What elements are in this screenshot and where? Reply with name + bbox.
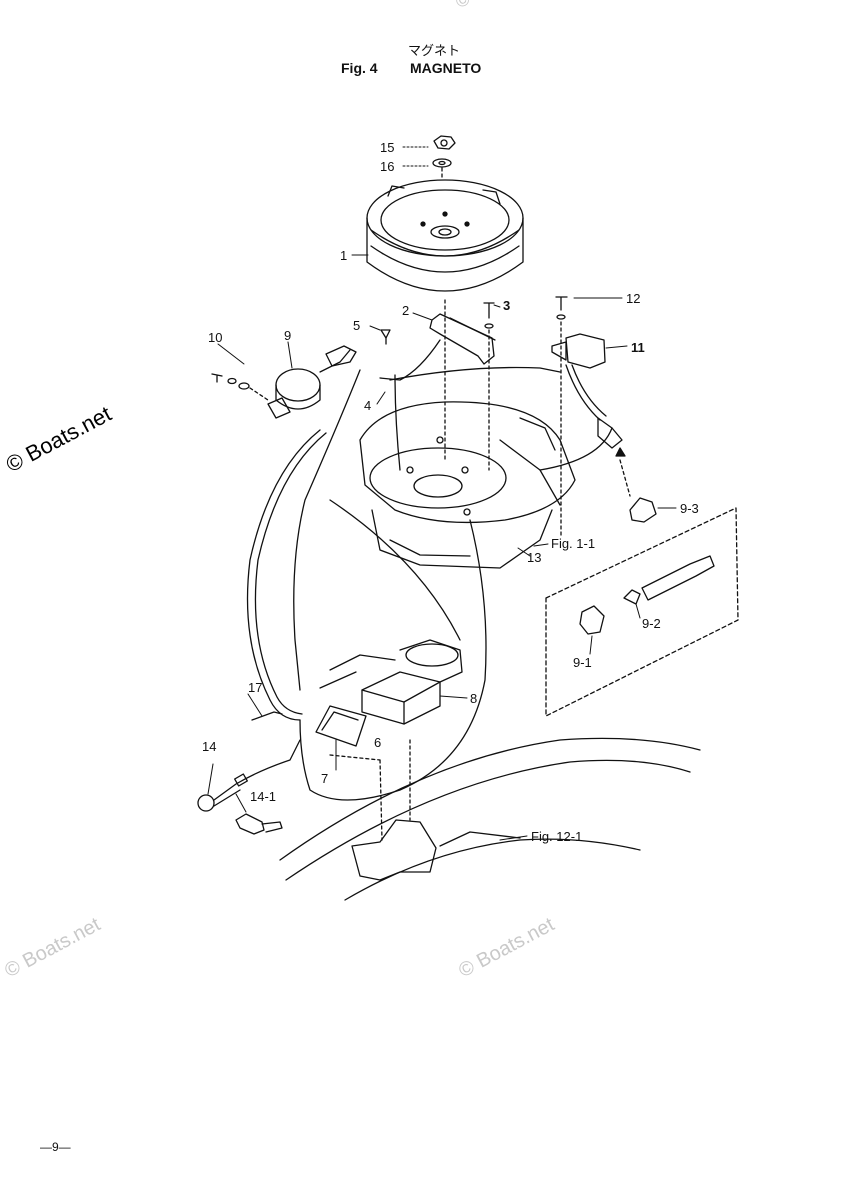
plug-cap-inset-box — [545, 507, 739, 717]
japanese-title: マグネト — [408, 43, 461, 58]
high-tension-lead — [539, 364, 623, 471]
ref-fig-12-1: Fig. 12-1 — [531, 829, 582, 844]
callout-9-2: 9-2 — [642, 616, 661, 631]
lower-cowling — [279, 737, 701, 901]
cap-part-14-1 — [235, 813, 283, 835]
bracket-part-7 — [315, 705, 367, 747]
callout-1: 1 — [340, 248, 347, 263]
pulser-coil-part — [429, 313, 496, 365]
cdi-unit-part-8 — [319, 639, 463, 725]
callout-4: 4 — [364, 398, 371, 413]
ignition-coil-part — [551, 333, 606, 369]
callout-10: 10 — [208, 330, 222, 345]
nut-part — [433, 135, 456, 150]
callout-12: 12 — [626, 291, 640, 306]
screw-part-3 — [483, 302, 495, 329]
callout-7: 7 — [321, 771, 328, 786]
page-number: —9— — [40, 1140, 71, 1154]
figure-number: Fig. 4 — [341, 60, 378, 76]
callout-11: 11 — [631, 340, 645, 355]
callout-6: 6 — [374, 735, 381, 750]
callout-17: 17 — [248, 680, 262, 695]
flywheel-part — [366, 179, 524, 292]
callout-9: 9 — [284, 328, 291, 343]
callout-14: 14 — [202, 739, 216, 754]
callout-8: 8 — [470, 691, 477, 706]
clip-part-17 — [251, 711, 283, 721]
callout-13: 13 — [527, 550, 541, 565]
callout-2: 2 — [402, 303, 409, 318]
washer-part — [432, 158, 452, 168]
screws-part-10 — [211, 373, 250, 390]
stator-base-part — [359, 401, 576, 569]
callout-14-1: 14-1 — [250, 789, 276, 804]
screw-part-12 — [555, 296, 568, 320]
screw-part-5 — [380, 329, 391, 345]
callout-9-1: 9-1 — [573, 655, 592, 670]
callout-15: 15 — [380, 140, 394, 155]
callout-5: 5 — [353, 318, 360, 333]
callout-16: 16 — [380, 159, 394, 174]
stop-switch-part-14 — [197, 739, 301, 812]
figure-title: MAGNETO — [410, 60, 482, 76]
leader-lines — [207, 146, 677, 841]
plug-cap-part-9-3 — [615, 447, 657, 523]
wiring-harness — [246, 339, 561, 801]
callout-9-3: 9-3 — [680, 501, 699, 516]
coil-assembly-part-9 — [267, 345, 357, 419]
callout-3: 3 — [503, 298, 510, 313]
ref-fig-1-1: Fig. 1-1 — [551, 536, 595, 551]
